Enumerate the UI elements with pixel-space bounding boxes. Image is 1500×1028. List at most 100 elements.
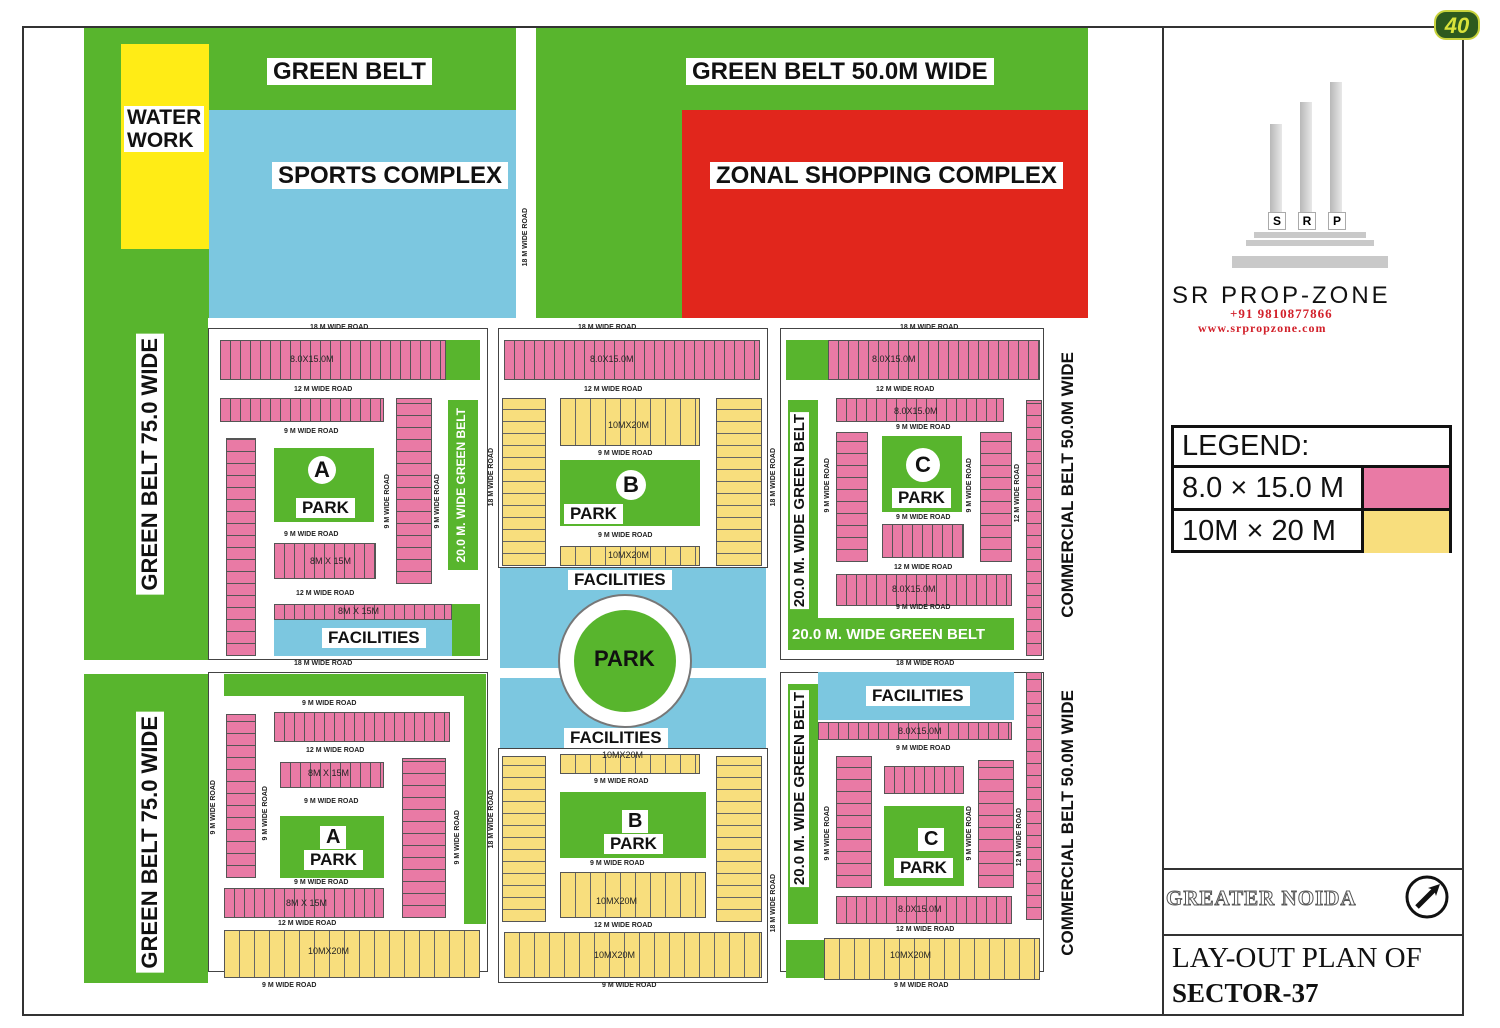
park-letter: A xyxy=(314,457,330,482)
zonal-shopping-label: ZONAL SHOPPING COMPLEX xyxy=(710,162,1063,190)
plots-column xyxy=(396,398,432,584)
plot-size-label: 8.0X15.0M xyxy=(290,354,334,364)
plots-column xyxy=(226,714,256,878)
plots-column xyxy=(226,438,256,656)
road-label: 9 M WIDE ROAD xyxy=(262,982,317,989)
plot-size-label: 8.0X15.0M xyxy=(892,584,936,594)
plots-row-large xyxy=(560,754,700,774)
road-label: 9 M WIDE ROAD xyxy=(302,700,357,707)
plot-size-label: 8.0X15.0M xyxy=(590,354,634,364)
road-label: 9 M WIDE ROAD xyxy=(434,474,441,529)
park-a-north-label: PARK xyxy=(296,498,355,518)
road-label: 9 M WIDE ROAD xyxy=(384,474,391,529)
facilities-central-upper-label: FACILITIES xyxy=(568,570,672,590)
road-label: 18 M WIDE ROAD xyxy=(488,448,495,507)
green-belt-20m-5 xyxy=(224,674,484,696)
plan-title-line2: SECTOR-37 xyxy=(1172,978,1319,1008)
plots-row xyxy=(274,543,376,579)
road-label: 9 M WIDE ROAD xyxy=(294,879,349,886)
road-label: 18 M WIDE ROAD xyxy=(578,324,637,331)
road-label: 18 M WIDE ROAD xyxy=(294,660,353,667)
city-name: GREATER NOIDA xyxy=(1166,886,1357,911)
logo-bar xyxy=(1330,82,1342,224)
plots-column-large xyxy=(502,398,546,566)
road-label: 18 M WIDE ROAD xyxy=(770,448,777,507)
green-belt-20m-1 xyxy=(448,400,478,570)
zonal-shopping-zone xyxy=(682,110,1088,318)
plots-row xyxy=(818,722,1012,740)
plot-size-label: 10MX20M xyxy=(308,946,350,956)
map-area: GREEN BELT WATER WORK SPORTS COMPLEX GRE… xyxy=(84,28,1088,989)
road-label: 12 M WIDE ROAD xyxy=(584,386,643,393)
facilities-west-label: FACILITIES xyxy=(322,628,426,648)
park-c-north-label: PARK xyxy=(892,488,951,508)
plots-row xyxy=(828,340,1040,380)
road-label: 12 M WIDE ROAD xyxy=(296,590,355,597)
green-pocket xyxy=(786,340,828,380)
central-park-label: PARK xyxy=(594,646,655,671)
road-label: 12 M WIDE ROAD xyxy=(894,564,953,571)
road-label: 9 M WIDE ROAD xyxy=(966,806,973,861)
plots-row-large xyxy=(224,930,480,978)
logo-initial: S xyxy=(1272,214,1281,228)
green-belt-20m-1-label: 20.0 M. WIDE GREEN BELT xyxy=(454,408,468,563)
road-label: 9 M WIDE ROAD xyxy=(824,806,831,861)
park-c-south-label: PARK xyxy=(894,858,953,878)
logo-initial-box: P xyxy=(1328,212,1346,230)
water-work-line1: WATER xyxy=(127,106,202,129)
legend-label: 8.0 × 15.0 M xyxy=(1182,472,1345,504)
plot-size-label: 8M X 15M xyxy=(338,606,380,616)
water-work-label: WATER WORK xyxy=(124,106,205,153)
road-label: 12 M WIDE ROAD xyxy=(896,926,955,933)
legend-label: 10M × 20 M xyxy=(1182,515,1336,547)
road-label: 18 M WIDE ROAD xyxy=(488,790,495,849)
plots-column-large xyxy=(716,398,762,566)
road-label: 9 M WIDE ROAD xyxy=(454,810,461,865)
logo-base xyxy=(1246,240,1374,246)
page-number-badge: 40 xyxy=(1434,10,1480,40)
road-label: 12 M WIDE ROAD xyxy=(1014,464,1021,523)
plot-size-label: 8M X 15M xyxy=(286,898,328,908)
legend-row: 10M × 20 M xyxy=(1174,508,1449,553)
plot-size-label: 8.0X15.0M xyxy=(872,354,916,364)
road-label: 9 M WIDE ROAD xyxy=(966,458,973,513)
plot-size-label: 8.0X15.0M xyxy=(898,904,942,914)
plots-row-large xyxy=(560,872,706,918)
brand-website: www.srpropzone.com xyxy=(1198,321,1327,335)
park-letter: C xyxy=(915,452,931,477)
green-pocket xyxy=(452,604,480,656)
logo-initial-box: R xyxy=(1298,212,1316,230)
water-work-line2: WORK xyxy=(127,129,194,153)
logo-initial-box: S xyxy=(1268,212,1286,230)
road-label: 9 M WIDE ROAD xyxy=(598,532,653,539)
park-b-south-label: PARK xyxy=(604,834,663,854)
logo-base xyxy=(1232,256,1388,268)
road-label: 9 M WIDE ROAD xyxy=(894,982,949,989)
park-c-north-letter: C xyxy=(906,448,940,482)
logo-base xyxy=(1254,232,1366,238)
road-label: 18 M WIDE ROAD xyxy=(310,324,369,331)
road-label: 12 M WIDE ROAD xyxy=(278,920,337,927)
plots-row-large xyxy=(560,546,700,566)
panel-divider-horizontal xyxy=(1162,868,1464,870)
park-c-south-letter: C xyxy=(918,828,945,851)
plot-size-label: 10MX20M xyxy=(594,950,636,960)
road-label: 9 M WIDE ROAD xyxy=(896,745,951,752)
green-belt-west-upper-label: GREEN BELT 75.0 WIDE xyxy=(136,334,164,595)
plots-row xyxy=(882,524,964,558)
road-label: 12 M WIDE ROAD xyxy=(594,922,653,929)
plot-size-label: 8M X 15M xyxy=(310,556,352,566)
panel-divider-horizontal xyxy=(1162,934,1464,936)
green-belt-west-lower-label: GREEN BELT 75.0 WIDE xyxy=(136,712,164,973)
green-belt-20m-3 xyxy=(788,618,1014,650)
plots-column xyxy=(978,760,1014,888)
plots-row xyxy=(836,574,1012,606)
block-ne xyxy=(780,328,1044,660)
road-label: 18 M WIDE ROAD xyxy=(900,324,959,331)
plan-title-line1: LAY-OUT PLAN OF xyxy=(1172,942,1422,974)
plot-size-label: 10MX20M xyxy=(596,896,638,906)
plots-column-large xyxy=(502,756,546,922)
map-frame xyxy=(22,26,1464,1016)
plots-column xyxy=(836,756,872,888)
plots-row-large xyxy=(560,398,700,446)
